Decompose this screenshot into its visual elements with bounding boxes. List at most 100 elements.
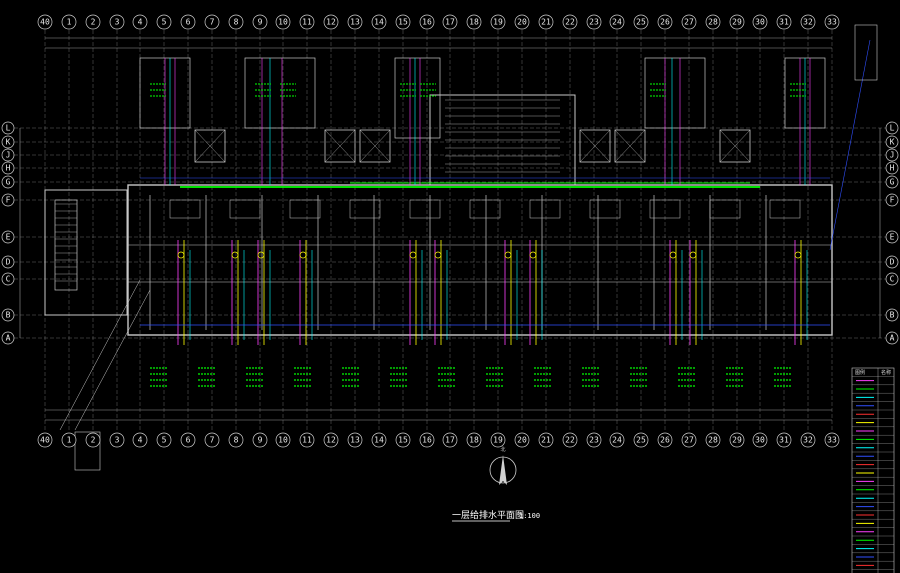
shaft-cross	[194, 129, 226, 163]
axis-bubble-label: 13	[350, 436, 360, 445]
bathroom-box	[289, 199, 321, 219]
axis-bubble	[156, 432, 172, 448]
axis-bubble	[885, 255, 899, 269]
axis-bubble-label: 12	[326, 18, 336, 27]
axis-bubble	[776, 14, 792, 30]
axis-bubble-label: 40	[40, 18, 50, 27]
elevator-shaft	[359, 129, 391, 163]
elevator-shaft	[324, 129, 356, 163]
axis-bubble	[1, 308, 15, 322]
axis-bubble-label: A	[6, 334, 11, 343]
axis-bubble-label: K	[890, 138, 895, 147]
axis-bubble	[885, 175, 899, 189]
axis-bubble	[419, 14, 435, 30]
axis-bubble	[562, 432, 578, 448]
axis-bubble-label: 17	[445, 436, 455, 445]
leader-line	[59, 279, 141, 431]
axis-bubble	[681, 432, 697, 448]
building-walls	[44, 57, 833, 336]
axis-bubble	[61, 14, 77, 30]
axis-bubble	[442, 432, 458, 448]
axis-bubble-label: 6	[186, 436, 191, 445]
pit-detail-box	[74, 431, 101, 471]
axis-bubble	[824, 14, 840, 30]
axis-bubble-label: 24	[612, 18, 622, 27]
north-arrow-label: 北	[500, 446, 505, 453]
axis-bubble	[275, 432, 291, 448]
axis-bubble-label: 17	[445, 18, 455, 27]
axis-bubble-label: 3	[115, 18, 120, 27]
axis-bubble	[885, 308, 899, 322]
fixture-symbol	[794, 251, 802, 259]
axis-bubble-label: 27	[684, 436, 694, 445]
bathroom-box	[649, 199, 681, 219]
axis-bubble	[323, 14, 339, 30]
axis-bubble	[466, 14, 482, 30]
axis-bubble-label: 16	[422, 18, 432, 27]
axis-bubble-label: 32	[803, 18, 813, 27]
axis-bubble-label: 5	[162, 436, 167, 445]
axis-bubble	[371, 432, 387, 448]
bathroom-box	[229, 199, 261, 219]
roof-detail-box	[854, 24, 878, 81]
axis-bubble-label: 23	[589, 18, 599, 27]
left-stair	[54, 199, 78, 291]
axis-bubble	[657, 14, 673, 30]
fixture-symbol	[434, 251, 442, 259]
shaft-cross	[614, 129, 646, 163]
axis-bubble	[1, 331, 15, 345]
axis-bubble	[1, 193, 15, 207]
bathroom-box	[169, 199, 201, 219]
axis-bubble-label: 31	[779, 18, 789, 27]
axis-bubble-label: 24	[612, 436, 622, 445]
axis-bubble-label: B	[890, 311, 895, 320]
fixture-symbol	[669, 251, 677, 259]
axis-bubble-label: 33	[827, 18, 837, 27]
axis-bubble-label: 22	[565, 18, 575, 27]
fixture-symbol	[689, 251, 697, 259]
axis-bubble	[347, 432, 363, 448]
upper-room	[244, 57, 316, 129]
axis-bubble-label: 32	[803, 436, 813, 445]
axis-bubble	[609, 432, 625, 448]
axis-bubble-label: K	[6, 138, 11, 147]
axis-bubble	[824, 432, 840, 448]
axis-grid	[14, 30, 886, 432]
axis-bubble-label: 11	[302, 18, 312, 27]
axis-bubble	[885, 161, 899, 175]
fixture-symbol	[231, 251, 239, 259]
axis-bubble-label: 13	[350, 18, 360, 27]
axis-bubble	[1, 255, 15, 269]
fixture-symbol	[504, 251, 512, 259]
axis-bubble-label: 29	[732, 436, 742, 445]
axis-bubble-label: 14	[374, 436, 384, 445]
axis-bubble-label: 28	[708, 18, 718, 27]
axis-bubble-label: 7	[210, 436, 215, 445]
axis-bubble-label: 14	[374, 18, 384, 27]
axis-bubble-label: J	[6, 151, 11, 160]
bathroom-box	[409, 199, 441, 219]
axis-bubble	[228, 432, 244, 448]
axis-bubble	[490, 432, 506, 448]
axis-bubble	[586, 14, 602, 30]
axis-bubble-label: 26	[660, 18, 670, 27]
axis-bubble-label: 9	[258, 18, 263, 27]
axis-bubble-label: 10	[278, 18, 288, 27]
axis-bubble	[800, 14, 816, 30]
fixture-symbol	[299, 251, 307, 259]
bathroom-box	[769, 199, 801, 219]
axis-bubble-label: F	[6, 196, 11, 205]
axis-bubble	[885, 331, 899, 345]
fixture-symbol	[257, 251, 265, 259]
axis-bubble-label: 8	[234, 436, 239, 445]
axis-bubble	[752, 432, 768, 448]
axis-bubble	[466, 432, 482, 448]
axis-bubble	[395, 432, 411, 448]
axis-bubble-label: 20	[517, 436, 527, 445]
axis-bubble-label: F	[890, 196, 895, 205]
axis-bubble	[275, 14, 291, 30]
axis-bubble-label: 20	[517, 18, 527, 27]
axis-bubble-label: 19	[493, 436, 503, 445]
axis-bubble-label: 40	[40, 436, 50, 445]
axis-bubble-label: B	[6, 311, 11, 320]
